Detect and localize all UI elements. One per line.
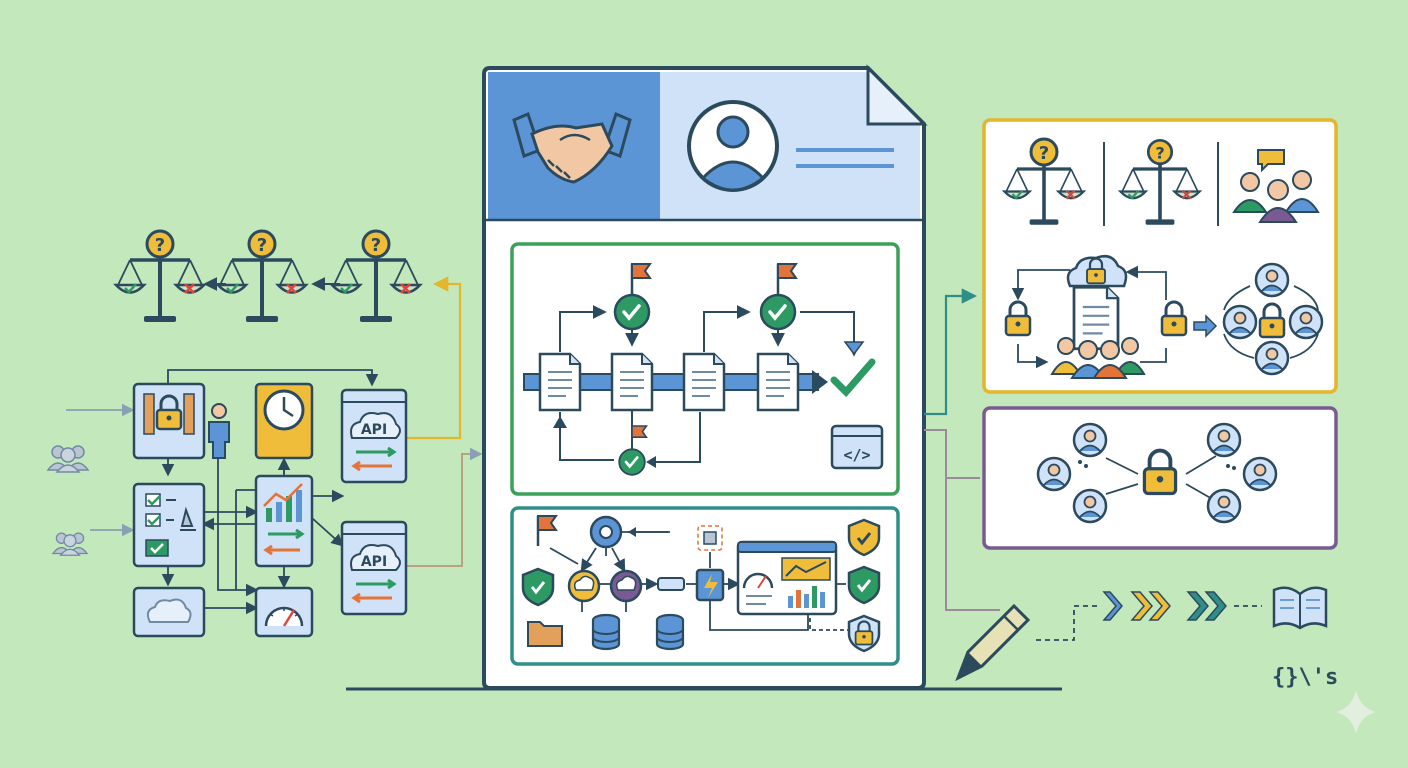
check-icon [617, 447, 647, 477]
check-icon [759, 293, 797, 331]
cloud-block [132, 586, 206, 638]
scale-icon [114, 245, 206, 324]
clock-block [254, 382, 314, 460]
document-icon [538, 352, 582, 412]
group-icon [1050, 337, 1146, 379]
code-icon-label: </> [843, 446, 870, 464]
question-icon [247, 229, 277, 259]
api-cloud-icon [350, 412, 401, 439]
book-icon [1272, 586, 1328, 630]
document-icon [682, 352, 726, 412]
central-document: </> [346, 64, 1062, 691]
api-block-1: API [340, 388, 408, 484]
person-icon [1222, 304, 1258, 340]
governance-panel [982, 118, 1338, 394]
scale-icon [330, 245, 422, 324]
person-icon [1072, 422, 1108, 458]
server-icon [697, 525, 723, 551]
collaboration-panel [982, 406, 1338, 550]
team-discussion-icon [1232, 149, 1320, 223]
dashboard-icon [736, 540, 838, 616]
scales-row [114, 229, 422, 324]
document-icon [756, 352, 800, 412]
database-icon [655, 613, 685, 651]
person-icon [1254, 262, 1290, 298]
code-icon: </> [830, 424, 884, 470]
cloud-upload-icon [567, 569, 601, 603]
check-icon [613, 293, 651, 331]
cloud-icon [146, 598, 192, 623]
person-icon [208, 403, 230, 459]
question-icon [361, 229, 391, 259]
document-icon [1072, 285, 1120, 351]
person-icon [1206, 488, 1242, 524]
handshake-icon [512, 111, 632, 184]
person-icon [1036, 456, 1072, 492]
pencil-icon [955, 603, 1031, 682]
corner-label: {}\'s [1272, 665, 1338, 690]
api-cloud-icon [350, 544, 401, 571]
check-icon [830, 358, 876, 398]
workflow-panel: </> [510, 242, 900, 496]
folder-icon [527, 621, 563, 647]
gauge-block [254, 586, 314, 638]
profile-text-lines [796, 148, 894, 168]
access-block [132, 382, 206, 460]
database-icon [591, 613, 621, 651]
right-connectors [924, 288, 1000, 611]
scale-icon [216, 245, 308, 324]
group-icon [52, 532, 88, 556]
question-icon [145, 229, 175, 259]
shield-icon [847, 565, 881, 605]
api-label: API [361, 422, 387, 438]
chart-icon [263, 483, 303, 507]
person-icon [1288, 304, 1324, 340]
sparkle-icon [1336, 690, 1376, 734]
chart-block [254, 474, 314, 568]
api-label: API [361, 554, 387, 570]
data-pipeline-panel [510, 506, 900, 666]
person-icon [1206, 422, 1242, 458]
lightning-icon [695, 568, 725, 602]
gear-icon [589, 515, 623, 549]
cloud-lock-icon [1066, 255, 1128, 288]
left-flow: API [47, 276, 483, 638]
checklist-block [132, 482, 206, 568]
group-icon [47, 445, 89, 473]
progress-chevrons [1102, 591, 1262, 621]
person-icon [1242, 456, 1278, 492]
shield-icon [847, 518, 881, 557]
question-icon [1029, 137, 1059, 167]
shield-lock-icon [847, 614, 881, 653]
person-icon [1072, 488, 1108, 524]
person-icon [1254, 340, 1290, 376]
question-icon [1146, 138, 1174, 166]
user-avatar-icon [687, 100, 779, 192]
document-icon [610, 352, 654, 412]
cloud-upload-icon [609, 569, 643, 603]
shield-icon [521, 567, 555, 607]
api-block-2: API [340, 520, 408, 616]
